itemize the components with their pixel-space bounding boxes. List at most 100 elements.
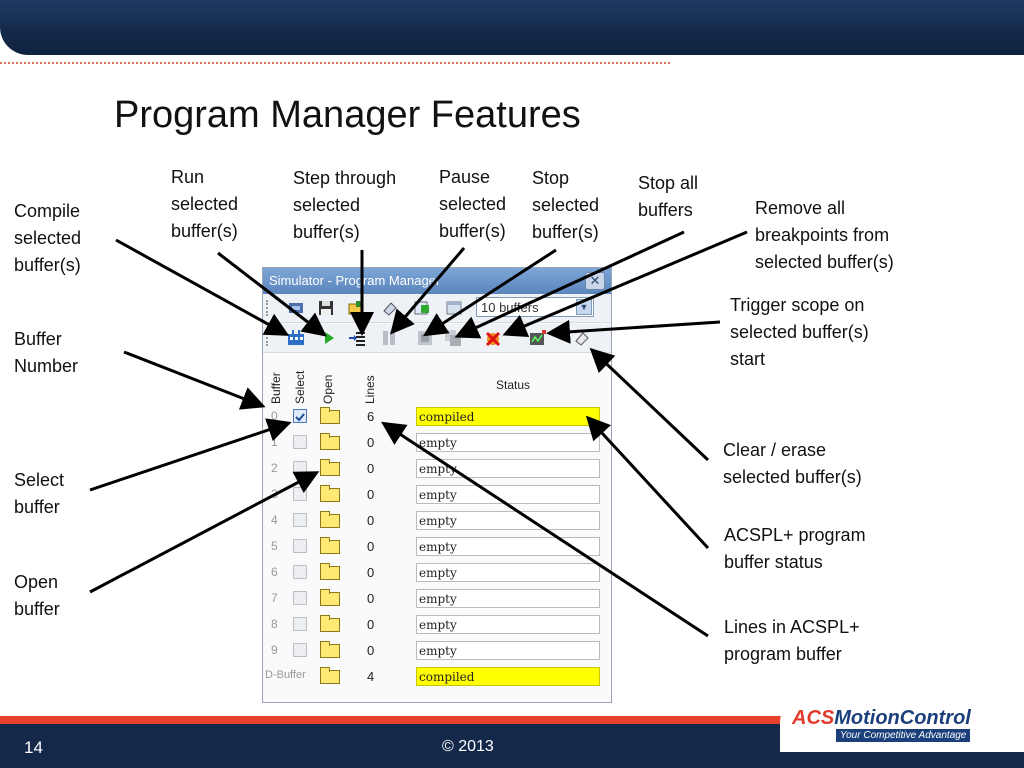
toolbar-buffer-actions bbox=[263, 324, 611, 353]
callout-remove-breakpoints: Remove all breakpoints from selected buf… bbox=[755, 198, 894, 272]
callout-pause: Pause selected buffer(s) bbox=[439, 167, 507, 241]
buffer-row: 2 0 empty bbox=[263, 456, 611, 482]
remove-breakpoints-icon[interactable] bbox=[484, 329, 502, 347]
page-number: 14 bbox=[24, 738, 43, 757]
buffer-number: 7 bbox=[271, 591, 278, 605]
open-folder-icon[interactable] bbox=[320, 459, 340, 476]
select-checkbox[interactable] bbox=[293, 643, 307, 657]
header-buffer: Buffer bbox=[269, 372, 283, 404]
trigger-scope-icon[interactable] bbox=[529, 329, 547, 347]
window-titlebar[interactable]: Simulator - Program Manager ✕ bbox=[263, 268, 611, 294]
open-folder-icon[interactable] bbox=[320, 433, 340, 450]
callout-stop: Stop selected buffer(s) bbox=[532, 168, 600, 242]
compile-icon[interactable] bbox=[287, 329, 305, 347]
lines-count: 0 bbox=[367, 435, 375, 450]
run-icon[interactable] bbox=[320, 329, 338, 347]
callout-stop-all: Stop all buffers bbox=[638, 173, 699, 220]
buffer-number: 6 bbox=[271, 565, 278, 579]
toolbar-grip[interactable] bbox=[266, 300, 272, 316]
buffer-row: 1 0 empty bbox=[263, 430, 611, 456]
save-icon[interactable] bbox=[317, 299, 335, 317]
header-lines: Lines bbox=[363, 375, 377, 404]
pause-icon[interactable] bbox=[380, 329, 398, 347]
step-through-icon[interactable] bbox=[348, 329, 366, 347]
toolbar-grip[interactable] bbox=[266, 330, 272, 346]
status-field: empty bbox=[416, 485, 600, 504]
buffer-number: 1 bbox=[271, 435, 278, 449]
status-field: empty bbox=[416, 511, 600, 530]
select-checkbox[interactable] bbox=[293, 539, 307, 553]
dbuffer-row: D-Buffer 4 compiled bbox=[263, 664, 611, 690]
callout-clear: Clear / erase selected buffer(s) bbox=[723, 440, 862, 487]
top-banner bbox=[0, 0, 1024, 55]
open-folder-icon[interactable] bbox=[320, 563, 340, 580]
open-folder-icon[interactable] bbox=[320, 589, 340, 606]
close-button[interactable]: ✕ bbox=[585, 272, 605, 290]
header-select: Select bbox=[293, 370, 307, 404]
select-checkbox[interactable] bbox=[293, 617, 307, 631]
open-folder-icon[interactable] bbox=[320, 537, 340, 554]
arrow-buffer-number bbox=[123, 350, 266, 410]
lines-count: 0 bbox=[367, 461, 375, 476]
eraser-tool-icon[interactable] bbox=[381, 299, 399, 317]
open-folder-icon[interactable] bbox=[320, 615, 340, 632]
buffer-number: 5 bbox=[271, 539, 278, 553]
header-open: Open bbox=[321, 374, 335, 404]
arrow-select bbox=[89, 418, 292, 492]
status-field: empty bbox=[416, 433, 600, 452]
status-field: empty bbox=[416, 615, 600, 634]
buffer-row: 7 0 empty bbox=[263, 586, 611, 612]
status-field: empty bbox=[416, 641, 600, 660]
header-status: Status bbox=[496, 378, 531, 392]
buffer-number: 3 bbox=[271, 487, 278, 501]
open-folder-icon[interactable] bbox=[320, 485, 340, 502]
select-checkbox[interactable] bbox=[293, 435, 307, 449]
callout-open: Open buffer bbox=[14, 572, 60, 619]
callout-run: Run selected buffer(s) bbox=[171, 167, 239, 241]
window-title: Simulator - Program Manager bbox=[269, 273, 441, 288]
callout-lines: Lines in ACSPL+ program buffer bbox=[724, 617, 860, 664]
lines-count: 0 bbox=[367, 565, 375, 580]
open-folder-icon[interactable] bbox=[320, 511, 340, 528]
buffer-row: 4 0 empty bbox=[263, 508, 611, 534]
select-checkbox[interactable] bbox=[293, 409, 307, 423]
callout-trigger-scope: Trigger scope on selected buffer(s) star… bbox=[730, 295, 869, 369]
stop-icon[interactable] bbox=[416, 329, 434, 347]
buffer-row: 6 0 empty bbox=[263, 560, 611, 586]
erase-buffer-icon[interactable] bbox=[573, 329, 591, 347]
select-checkbox[interactable] bbox=[293, 565, 307, 579]
connect-icon[interactable] bbox=[287, 299, 305, 317]
dotted-divider bbox=[0, 62, 670, 64]
chevron-down-icon[interactable]: ▼ bbox=[576, 299, 592, 315]
status-field: compiled bbox=[416, 407, 600, 426]
open-folder-icon[interactable] bbox=[320, 407, 340, 424]
buffer-number: D-Buffer bbox=[265, 669, 306, 681]
download-icon[interactable] bbox=[413, 299, 431, 317]
window-layout-icon[interactable] bbox=[445, 299, 463, 317]
buffer-number: 0 bbox=[271, 409, 278, 423]
status-field: compiled bbox=[416, 667, 600, 686]
arrow-compile bbox=[115, 238, 290, 336]
select-checkbox[interactable] bbox=[293, 487, 307, 501]
lines-count: 4 bbox=[367, 669, 375, 684]
buffers-select[interactable]: 10 buffers ▼ bbox=[476, 297, 594, 317]
buffer-row: 8 0 empty bbox=[263, 612, 611, 638]
lines-count: 0 bbox=[367, 487, 375, 502]
buffer-number: 2 bbox=[271, 461, 278, 475]
select-checkbox[interactable] bbox=[293, 513, 307, 527]
buffer-row: 3 0 empty bbox=[263, 482, 611, 508]
buffer-number: 8 bbox=[271, 617, 278, 631]
copyright: © 2013 bbox=[442, 738, 494, 755]
open-file-icon[interactable] bbox=[347, 299, 365, 317]
logo-tagline: Your Competitive Advantage bbox=[836, 729, 971, 742]
open-folder-icon[interactable] bbox=[320, 641, 340, 658]
buffer-number: 9 bbox=[271, 643, 278, 657]
buffer-row: 9 0 empty bbox=[263, 638, 611, 664]
lines-count: 0 bbox=[367, 539, 375, 554]
select-checkbox[interactable] bbox=[293, 461, 307, 475]
buffer-number: 4 bbox=[271, 513, 278, 527]
callout-compile: Compile selected buffer(s) bbox=[14, 201, 82, 275]
stop-all-icon[interactable] bbox=[444, 329, 462, 347]
select-checkbox[interactable] bbox=[293, 591, 307, 605]
open-folder-icon[interactable] bbox=[320, 667, 340, 684]
